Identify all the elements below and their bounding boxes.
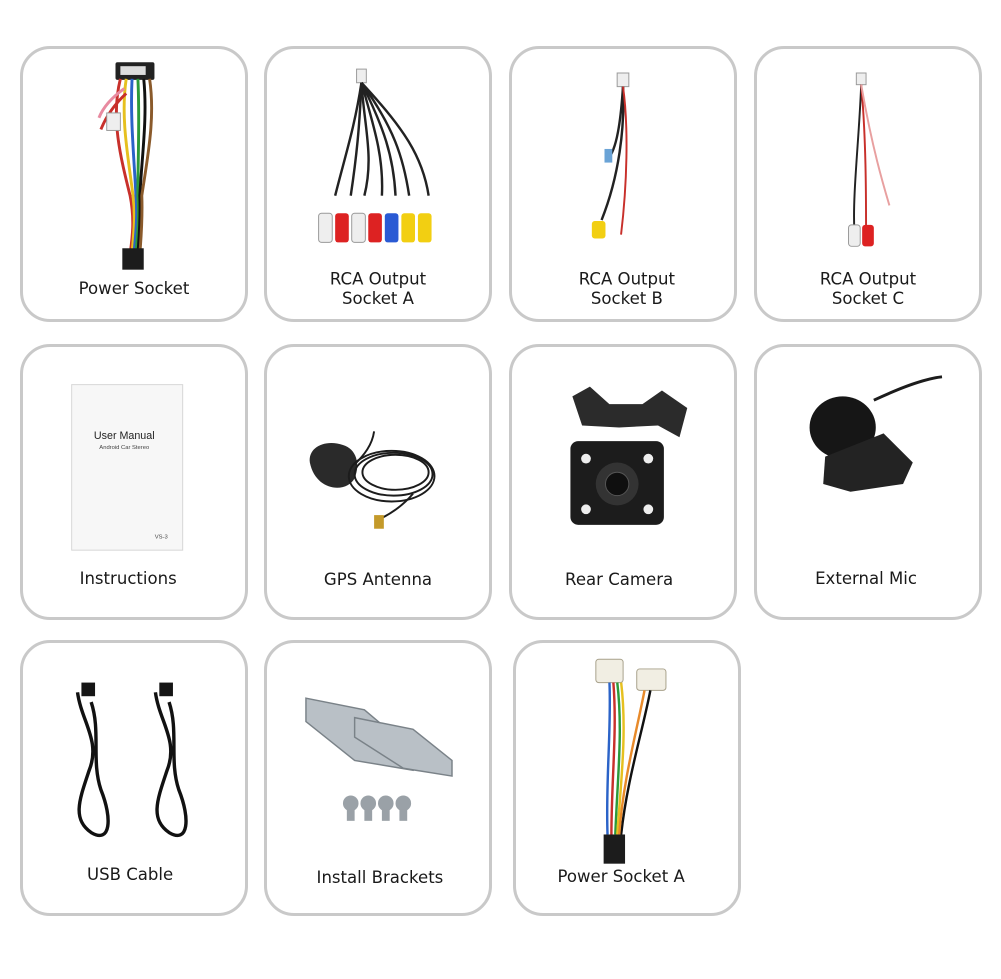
rca-cable-a-icon: RCA Output Socket A (318, 68, 432, 308)
item-card-instructions: User Manual Android Car Stereo VS-3 Inst… (20, 344, 248, 620)
item-label: Rear Camera (565, 570, 673, 589)
manual-code: VS-3 (155, 534, 168, 540)
item-card-rca-output-socket-b: RCA Output Socket B (509, 46, 737, 322)
gps-antenna-icon: GPS Antenna (309, 431, 436, 589)
item-label: GPS Antenna (324, 570, 432, 589)
item-card-install-brackets: Install Brackets (264, 640, 492, 916)
item-label-line2: Socket A (342, 289, 415, 308)
item-card-power-socket: Power Socket (20, 46, 248, 322)
item-card-gps-antenna: GPS Antenna (264, 344, 492, 620)
item-card-rca-output-socket-c: RCA Output Socket C (754, 46, 982, 322)
item-card-usb-cable: USB Cable (20, 640, 248, 916)
item-label: Power Socket (79, 279, 190, 298)
item-card-power-socket-a: Power Socket A (513, 640, 741, 916)
external-mic-icon: External Mic (809, 375, 943, 588)
item-label-line1: RCA Output (330, 269, 427, 288)
power-socket-harness-icon: Power Socket (79, 62, 190, 298)
power-socket-a-harness-icon: Power Socket A (558, 658, 686, 886)
item-label-line1: RCA Output (579, 269, 676, 288)
item-label: USB Cable (87, 865, 173, 884)
item-card-rca-output-socket-a: RCA Output Socket A (264, 46, 492, 322)
user-manual-icon: User Manual Android Car Stereo VS-3 Inst… (71, 384, 184, 588)
item-label-line2: Socket C (832, 289, 904, 308)
rca-cable-c-icon: RCA Output Socket C (820, 72, 917, 308)
install-brackets-icon: Install Brackets (305, 697, 453, 887)
item-card-rear-camera: Rear Camera (509, 344, 737, 620)
manual-title: User Manual (94, 430, 155, 442)
rear-camera-icon: Rear Camera (565, 386, 688, 589)
item-label: External Mic (815, 569, 917, 588)
item-label: Instructions (80, 569, 177, 588)
item-label-line1: RCA Output (820, 269, 917, 288)
item-card-external-mic: External Mic (754, 344, 982, 620)
manual-subtitle: Android Car Stereo (99, 445, 149, 451)
usb-cable-icon: USB Cable (75, 682, 188, 884)
item-label: Power Socket A (558, 867, 686, 886)
rca-cable-b-icon: RCA Output Socket B (579, 72, 676, 308)
item-label-line2: Socket B (591, 289, 663, 308)
item-label: Install Brackets (317, 868, 444, 887)
